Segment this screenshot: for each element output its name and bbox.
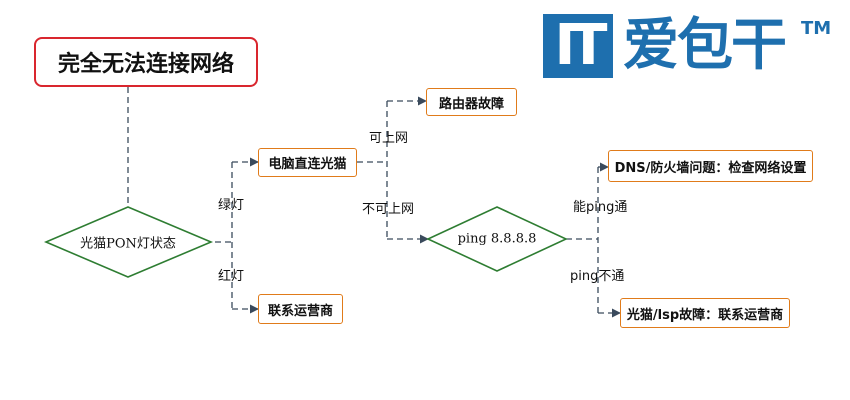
edge-label-green: 绿灯 <box>218 198 245 213</box>
brand-logo: IT 爱包干 TM <box>543 14 833 78</box>
edge-label-cannot-access: 不可上网 <box>362 202 415 217</box>
contact-isp-box: 联系运营商 <box>258 294 343 324</box>
logo-trademark: TM <box>801 18 832 39</box>
modem-isp-fault-box: 光猫/lsp故障：联系运营商 <box>620 298 790 328</box>
status-diamond-label: 光猫PON灯状态 <box>80 236 176 252</box>
ping-diamond-label: ping 8.8.8.8 <box>457 231 537 247</box>
router-fault-box: 路由器故障 <box>426 88 517 116</box>
logo-it-mark: IT <box>543 14 613 78</box>
ping-diamond <box>426 206 568 272</box>
edge-label-ping-ok: 能ping通 <box>573 200 628 215</box>
status-diamond <box>43 206 214 278</box>
edge-label-ping-fail: ping不通 <box>570 269 625 284</box>
logo-brand-name: 爱包干 <box>623 13 787 78</box>
edge-label-can-access: 可上网 <box>369 131 409 146</box>
page-title: 完全无法连接网络 <box>34 37 258 87</box>
dns-firewall-box: DNS/防火墙问题：检查网络设置 <box>608 150 813 182</box>
edge-label-red: 红灯 <box>218 269 245 284</box>
direct-connect-box: 电脑直连光猫 <box>258 148 357 177</box>
